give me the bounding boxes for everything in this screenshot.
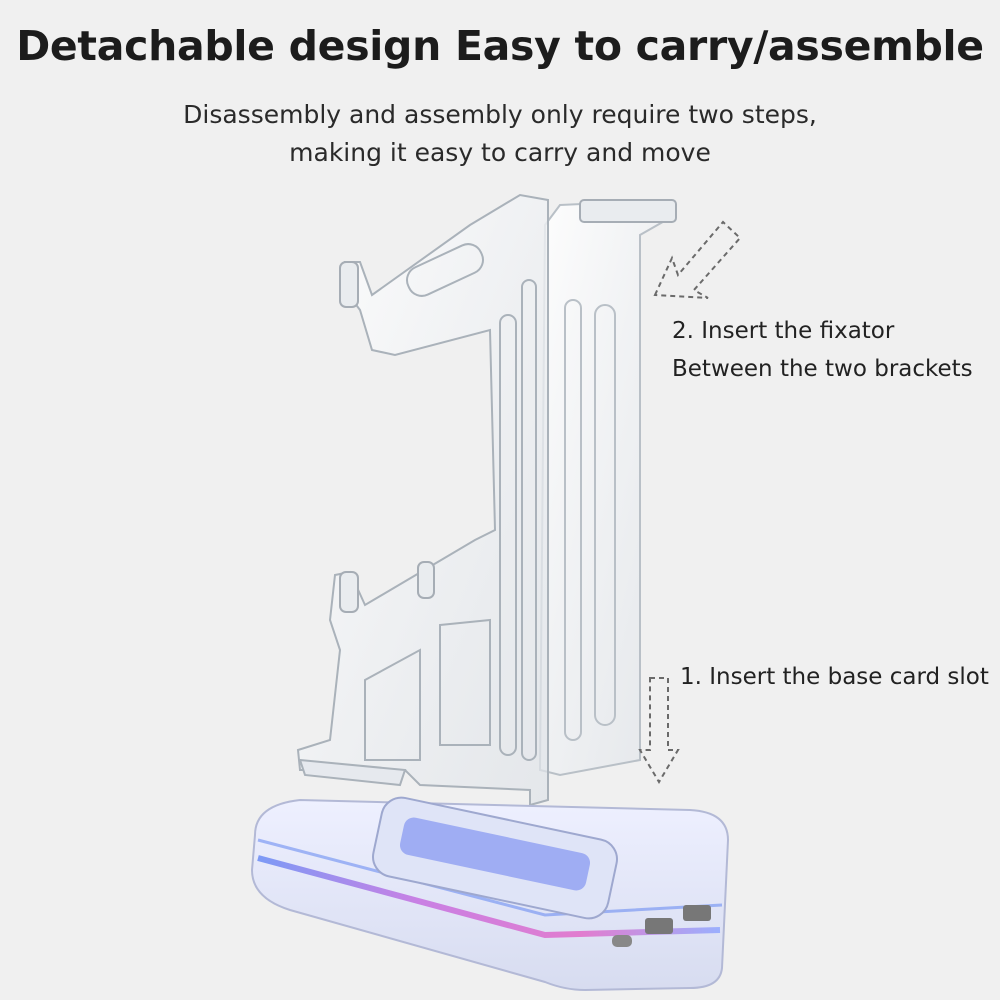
front-bracket [296,193,549,807]
step-2-line-1: 2. Insert the fixator [672,318,895,344]
arrow-step-1-icon [638,677,680,784]
step-1-callout: 1. Insert the base card slot [680,664,989,690]
back-bracket [538,198,677,777]
subtitle-line-2: making it easy to carry and move [289,138,711,167]
page-subtitle: Disassembly and assembly only require tw… [0,96,1000,172]
subtitle-line-1: Disassembly and assembly only require tw… [183,100,817,129]
usb-a-port-2 [683,905,711,921]
headset-hooks [339,199,677,613]
base-unit [250,796,730,992]
step-2-line-2: Between the two brackets [672,356,973,382]
usb-a-port-1 [645,918,673,934]
step-2-callout: 2. Insert the fixator Between the two br… [672,312,973,388]
page-title: Detachable design Easy to carry/assemble [16,22,984,70]
usb-c-port [612,935,632,947]
arrow-step-2-icon [653,220,742,299]
